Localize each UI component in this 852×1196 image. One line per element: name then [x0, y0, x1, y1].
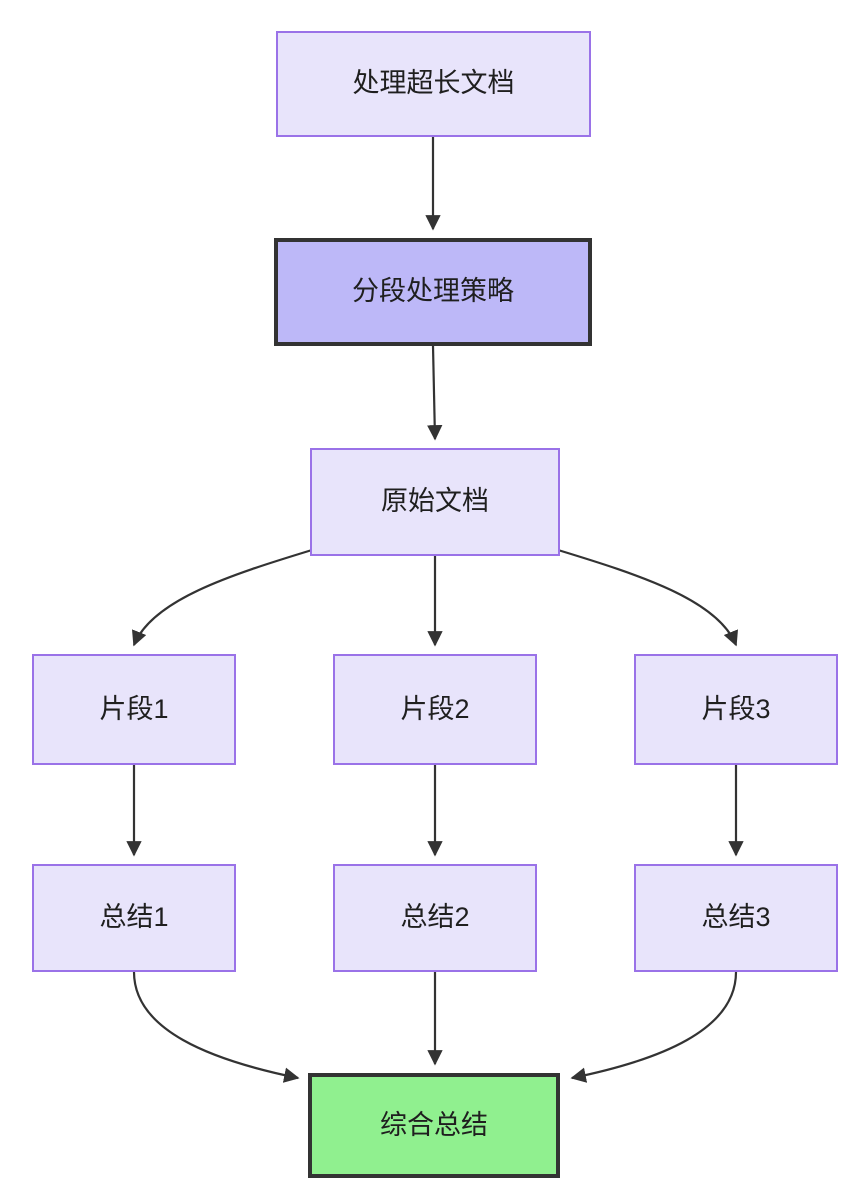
edge-sum3-to-final	[570, 971, 738, 1083]
node-label: 总结3	[701, 902, 771, 933]
node-label: 原始文档	[381, 486, 489, 517]
node-label: 片段3	[701, 693, 771, 724]
node-summary-2[interactable]: 总结2	[333, 864, 537, 972]
node-label: 分段处理策略	[352, 276, 514, 307]
edge-strategy-to-original	[427, 345, 443, 441]
node-fragment-2[interactable]: 片段2	[333, 654, 537, 765]
node-label: 片段1	[99, 693, 169, 724]
node-chunking-strategy[interactable]: 分段处理策略	[274, 238, 592, 346]
node-original-document[interactable]: 原始文档	[310, 448, 560, 556]
node-summary-3[interactable]: 总结3	[634, 864, 838, 972]
edge-original-to-frag3	[557, 548, 738, 647]
edge-sum1-to-final	[132, 971, 300, 1083]
node-label: 处理超长文档	[352, 68, 515, 99]
node-combined-summary[interactable]: 综合总结	[308, 1073, 560, 1178]
node-process-long-document[interactable]: 处理超长文档	[276, 31, 591, 137]
edge-original-to-frag1	[132, 548, 313, 647]
node-summary-1[interactable]: 总结1	[32, 864, 236, 972]
node-label: 总结1	[99, 902, 169, 933]
node-fragment-1[interactable]: 片段1	[32, 654, 236, 765]
node-label: 综合总结	[380, 1109, 488, 1140]
node-label: 片段2	[400, 693, 470, 724]
node-label: 总结2	[400, 902, 470, 933]
node-fragment-3[interactable]: 片段3	[634, 654, 838, 765]
